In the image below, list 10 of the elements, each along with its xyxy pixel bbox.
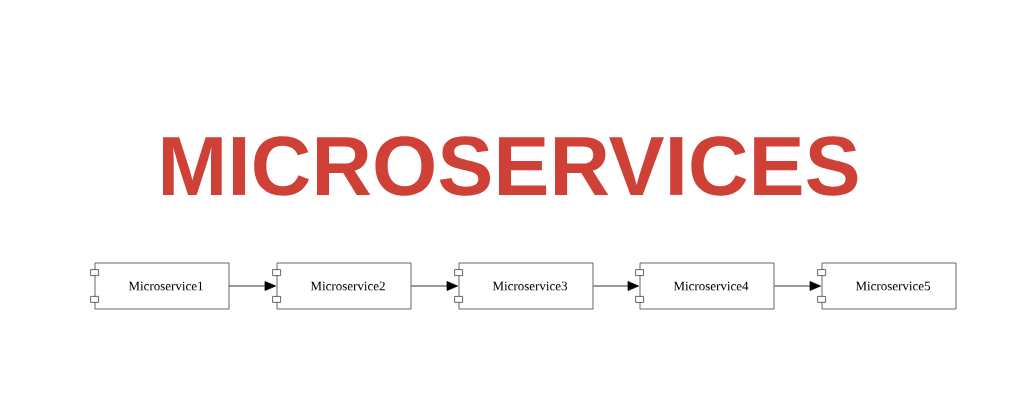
arrow [411,281,458,291]
component-box: Microservice2 [272,262,412,310]
title: MICROSERVICES [163,136,858,196]
arrow [593,281,639,291]
component-box: Microservice3 [454,262,594,310]
component-box: Microservice5 [817,262,957,310]
arrow [229,281,276,291]
component-box: Microservice4 [635,262,775,310]
arrow [774,281,821,291]
component-box: Microservice1 [90,262,230,310]
